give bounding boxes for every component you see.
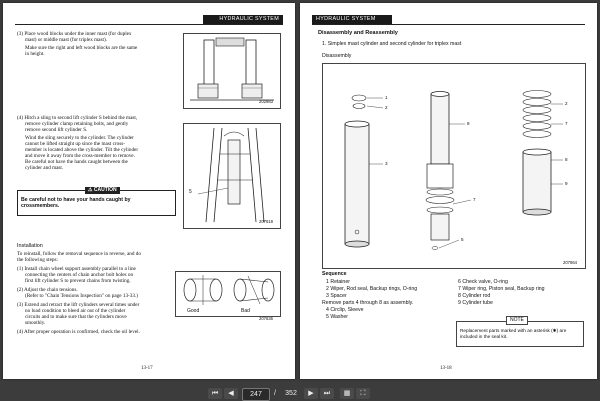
subsection-title: 1. Simplex mast cylinder and second cyli…: [322, 41, 462, 47]
install3-line3: circuits and to make sure that the cylin…: [25, 314, 127, 320]
step4-line9: cylinder and mast.: [25, 165, 64, 171]
sequence-note: Remove parts 4 through 8 as assembly.: [322, 300, 414, 306]
install3-line4: smoothly.: [25, 320, 46, 326]
sequence-item: 4 Circlip, Sleeve: [326, 307, 364, 313]
note-line2: included in the seal kit.: [460, 334, 508, 339]
caution-line2: crossmembers.: [21, 203, 60, 209]
install-intro-line1: To reinstall, follow the removal sequenc…: [17, 251, 141, 257]
install4-line1: (4) After proper operation is confirmed,…: [17, 329, 140, 335]
install2-line1: (2) Adjust the chain tensions.: [17, 287, 78, 293]
page-number-input[interactable]: 247: [242, 388, 270, 401]
install1-line3: first lift cylinder S to prevent chains …: [25, 278, 131, 284]
wood-block-figure: [183, 33, 281, 109]
callout-7: 7: [473, 197, 476, 202]
callout-1: 1: [385, 95, 388, 100]
caution-line1: Be careful not to have your hands caught…: [21, 197, 131, 203]
sequence-title: Sequence: [322, 271, 347, 277]
callout-label: 5: [189, 189, 192, 195]
bad-label: Bad: [241, 308, 250, 314]
sequence-item: 2 Wiper, Rod seal, Backup rings, O-ring: [326, 286, 418, 292]
step4-line5: cannot be lifted straight up since the m…: [25, 141, 125, 147]
installation-title: Installation: [17, 243, 43, 249]
callout-9: 9: [565, 181, 568, 186]
step4-line8: Be careful not have the hands caught bet…: [25, 159, 128, 165]
sequence-item: 8 Cylinder rod: [458, 293, 491, 299]
fullscreen-icon: ⛶: [360, 390, 366, 397]
section-header: HYDRAULIC SYSTEM: [203, 15, 283, 24]
grid-view-button[interactable]: ▦: [340, 388, 354, 399]
chain-wheel-figure: [175, 271, 281, 317]
step3-line1: (3) Place wood blocks under the inner ma…: [17, 31, 132, 37]
step3-line3: Make sure the right and left wood blocks…: [25, 45, 138, 51]
mast-wood-block-illustration: [190, 37, 274, 101]
next-page-button[interactable]: ▶: [304, 388, 318, 399]
previous-page-icon: ◀: [228, 390, 234, 397]
exploded-view-figure: 1 2 3 8 7 5 2 7 8 9 207864: [322, 63, 586, 269]
callout-8-right: 8: [565, 157, 568, 162]
install3-line2: no load condition to bleed air out of th…: [25, 308, 126, 314]
last-page-button[interactable]: ⏭: [320, 388, 334, 399]
step3-line2: mast) or middle mast (for triplex mast).: [25, 37, 107, 43]
install1-line1: (1) Install chain wheel support assembly…: [17, 266, 136, 272]
page-separator: /: [274, 390, 276, 397]
chain-alignment-illustration: [183, 275, 275, 305]
fullscreen-button[interactable]: ⛶: [356, 388, 370, 399]
good-label: Good: [187, 308, 200, 314]
callout-2-right: 2: [565, 101, 568, 106]
sequence-item: 1 Retainer: [326, 279, 350, 285]
header-rule: [312, 24, 585, 25]
install-intro-line2: the following steps:: [17, 257, 58, 263]
sequence-item: 5 Washer: [326, 314, 349, 320]
note-line1: Replacement parts marked with an asteris…: [460, 328, 567, 333]
figure-number: 202983: [259, 99, 273, 104]
step4-line4: Wind the sling securely to the cylinder.…: [25, 135, 134, 141]
cylinder-sling-figure: [183, 123, 281, 229]
page-number: 13-18: [440, 366, 452, 371]
viewer-toolbar: ⏮ ◀ 247 / 352 ▶ ⏭ ▦ ⛶: [0, 386, 600, 401]
callout-3: 3: [385, 161, 388, 166]
callout-5: 5: [461, 237, 464, 242]
caution-label: ⚠ CAUTION: [85, 187, 120, 194]
callout-2: 2: [385, 105, 388, 110]
note-label: NOTE: [506, 316, 528, 325]
section-title: Disassembly and Reassembly: [318, 30, 398, 36]
install3-line1: (3) Extend and retract the lift cylinder…: [17, 302, 140, 308]
caution-icon: ⚠: [88, 187, 93, 193]
install2-line2: (Refer to "Chain Tensions Inspection" on…: [25, 293, 138, 299]
page-number: 13-17: [141, 366, 153, 371]
cylinder-exploded-illustration: [344, 90, 563, 250]
grid-icon: ▦: [343, 390, 351, 397]
step4-line6: member is located above the cylinder. Ti…: [25, 147, 139, 153]
figure-number: 207636: [259, 316, 273, 321]
figure-number: 207618: [259, 219, 273, 224]
sequence-item: 3 Spacer: [326, 293, 347, 299]
figure-number: 207864: [563, 260, 577, 265]
sequence-item: 7 Wiper ring, Piston seal, Backup ring: [458, 286, 545, 292]
first-page-icon: ⏮: [211, 390, 219, 397]
header-rule: [15, 24, 283, 25]
caution-text: CAUTION: [93, 187, 117, 193]
sequence-item: 6 Check valve, O-ring: [458, 279, 508, 285]
mast-cylinder-illustration: [197, 127, 265, 223]
step4-line2: remove cylinder clamp retaining bolts, a…: [25, 121, 129, 127]
step3-line4: in height.: [25, 51, 45, 57]
step4-line1: (4) Hitch a sling to second lift cylinde…: [17, 115, 138, 121]
section-header: HYDRAULIC SYSTEM: [312, 15, 392, 24]
sequence-item: 9 Cylinder tube: [458, 300, 493, 306]
total-pages: 352: [285, 390, 297, 397]
right-page: HYDRAULIC SYSTEM Disassembly and Reassem…: [300, 3, 597, 379]
first-page-button[interactable]: ⏮: [208, 388, 222, 399]
callout-8: 8: [467, 121, 470, 126]
last-page-icon: ⏭: [323, 390, 331, 397]
disassembly-label: Disassembly: [322, 53, 352, 59]
step4-line7: and move it away from the cross-member t…: [25, 153, 135, 159]
install1-line2: connecting the centers of chain anchor b…: [25, 272, 134, 278]
step4-line3: remove second lift cylinder S.: [25, 127, 88, 133]
callout-7-right: 7: [565, 121, 568, 126]
left-page: HYDRAULIC SYSTEM (3) Place wood blocks u…: [3, 3, 295, 379]
previous-page-button[interactable]: ◀: [224, 388, 238, 399]
next-page-icon: ▶: [308, 390, 314, 397]
